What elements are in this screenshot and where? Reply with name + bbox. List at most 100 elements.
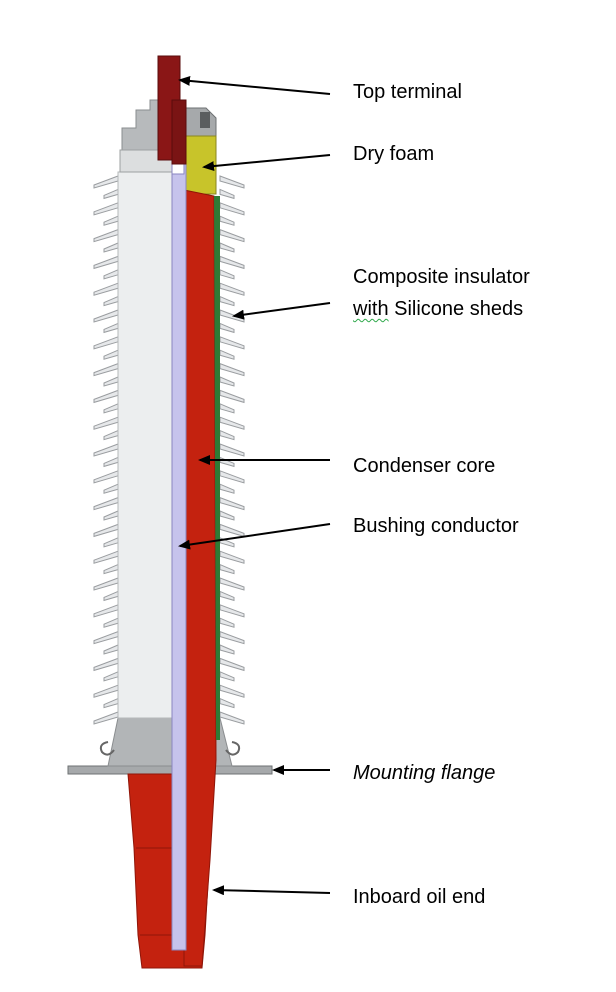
top-bolt xyxy=(200,112,210,128)
shed-left xyxy=(93,202,119,216)
label-mounting-flange: Mounting flange xyxy=(353,762,496,784)
shed-right xyxy=(219,403,235,414)
dry-foam xyxy=(185,135,217,195)
arrow-bushing-conductor xyxy=(178,523,331,550)
shed-left xyxy=(103,269,119,280)
shed-left xyxy=(103,537,119,548)
shed-left xyxy=(103,322,119,334)
shed-left xyxy=(93,657,119,672)
shed-left xyxy=(93,604,119,618)
condenser-core xyxy=(183,189,217,967)
label-bushing-conductor: Bushing conductor xyxy=(353,515,519,537)
arrow-dry-foam xyxy=(202,154,331,172)
shed-left xyxy=(103,617,119,628)
shed-left xyxy=(103,563,119,575)
flange-hook-right xyxy=(225,741,241,756)
label-word-with: with xyxy=(353,298,389,320)
shed-right xyxy=(219,684,245,698)
shed-left xyxy=(103,671,119,682)
shed-right xyxy=(219,228,245,243)
shed-right xyxy=(219,295,235,307)
label-dry-foam: Dry foam xyxy=(353,143,435,165)
shed-right xyxy=(219,443,245,457)
shed-left xyxy=(103,483,119,494)
shed-right xyxy=(219,563,235,575)
arrow-inboard-oil-end xyxy=(212,885,331,896)
shed-right xyxy=(219,496,245,511)
shed-right xyxy=(219,269,235,280)
label-composite-insulator: Composite insulator xyxy=(353,266,530,288)
shed-right xyxy=(219,604,245,618)
shed-right xyxy=(219,483,235,494)
shed-left xyxy=(93,711,119,725)
shed-left xyxy=(93,550,119,564)
top-terminal-lower xyxy=(171,99,187,165)
shed-left xyxy=(103,403,119,414)
shed-left xyxy=(103,215,119,226)
shed-right xyxy=(219,630,245,645)
shed-right xyxy=(219,510,235,521)
shed-right xyxy=(219,322,235,334)
green-layer xyxy=(214,196,220,740)
shed-left xyxy=(93,282,119,296)
shed-left xyxy=(93,577,119,591)
shed-right xyxy=(219,657,245,672)
shed-left xyxy=(103,510,119,521)
shed-right xyxy=(219,470,245,484)
shed-right xyxy=(219,671,235,682)
shed-right xyxy=(219,188,235,200)
insulator-housing xyxy=(117,171,175,719)
shed-left xyxy=(93,362,119,377)
shed-left xyxy=(103,590,119,602)
label-silicone-rest: Silicone sheds xyxy=(388,298,524,320)
shed-right xyxy=(219,644,235,655)
shed-right xyxy=(219,376,235,387)
shed-right xyxy=(219,577,245,591)
shed-left xyxy=(93,416,119,430)
shed-left xyxy=(93,336,119,350)
shed-right xyxy=(219,389,245,404)
shed-right xyxy=(219,362,245,377)
shed-right xyxy=(219,617,235,628)
shed-left xyxy=(93,175,119,189)
shed-left xyxy=(103,697,119,709)
shed-right xyxy=(219,550,245,564)
shed-left xyxy=(93,523,119,538)
shed-right xyxy=(219,202,245,216)
arrow-composite-insulator xyxy=(232,302,331,320)
shed-right xyxy=(219,697,235,709)
flange-hook-left xyxy=(99,741,115,756)
shed-right xyxy=(219,523,245,538)
shed-right xyxy=(219,242,235,253)
shed-left xyxy=(93,470,119,484)
shed-left xyxy=(93,443,119,457)
shed-left xyxy=(103,376,119,387)
shed-left xyxy=(103,188,119,200)
label-inboard-oil-end: Inboard oil end xyxy=(353,886,486,908)
shed-left xyxy=(93,630,119,645)
shed-right xyxy=(219,711,245,725)
mounting-flange-plate xyxy=(67,765,273,775)
arrow-top-terminal xyxy=(178,75,331,95)
shed-left xyxy=(103,429,119,441)
label-top-terminal: Top terminal xyxy=(353,81,462,103)
label-condenser-core: Condenser core xyxy=(353,455,496,477)
shed-left xyxy=(93,309,119,323)
shed-left xyxy=(103,242,119,253)
shed-right xyxy=(219,282,245,296)
shed-left xyxy=(103,349,119,360)
shed-left xyxy=(103,644,119,655)
shed-right xyxy=(219,416,245,430)
shed-right xyxy=(219,590,235,602)
shed-left xyxy=(93,228,119,243)
shed-right xyxy=(219,429,235,441)
shed-left xyxy=(103,456,119,468)
shed-right xyxy=(219,255,245,270)
shed-left xyxy=(103,295,119,307)
shed-right xyxy=(219,456,235,468)
shed-left xyxy=(93,255,119,270)
bushing-conductor xyxy=(171,161,187,951)
shed-left xyxy=(93,684,119,698)
shed-right xyxy=(219,336,245,350)
